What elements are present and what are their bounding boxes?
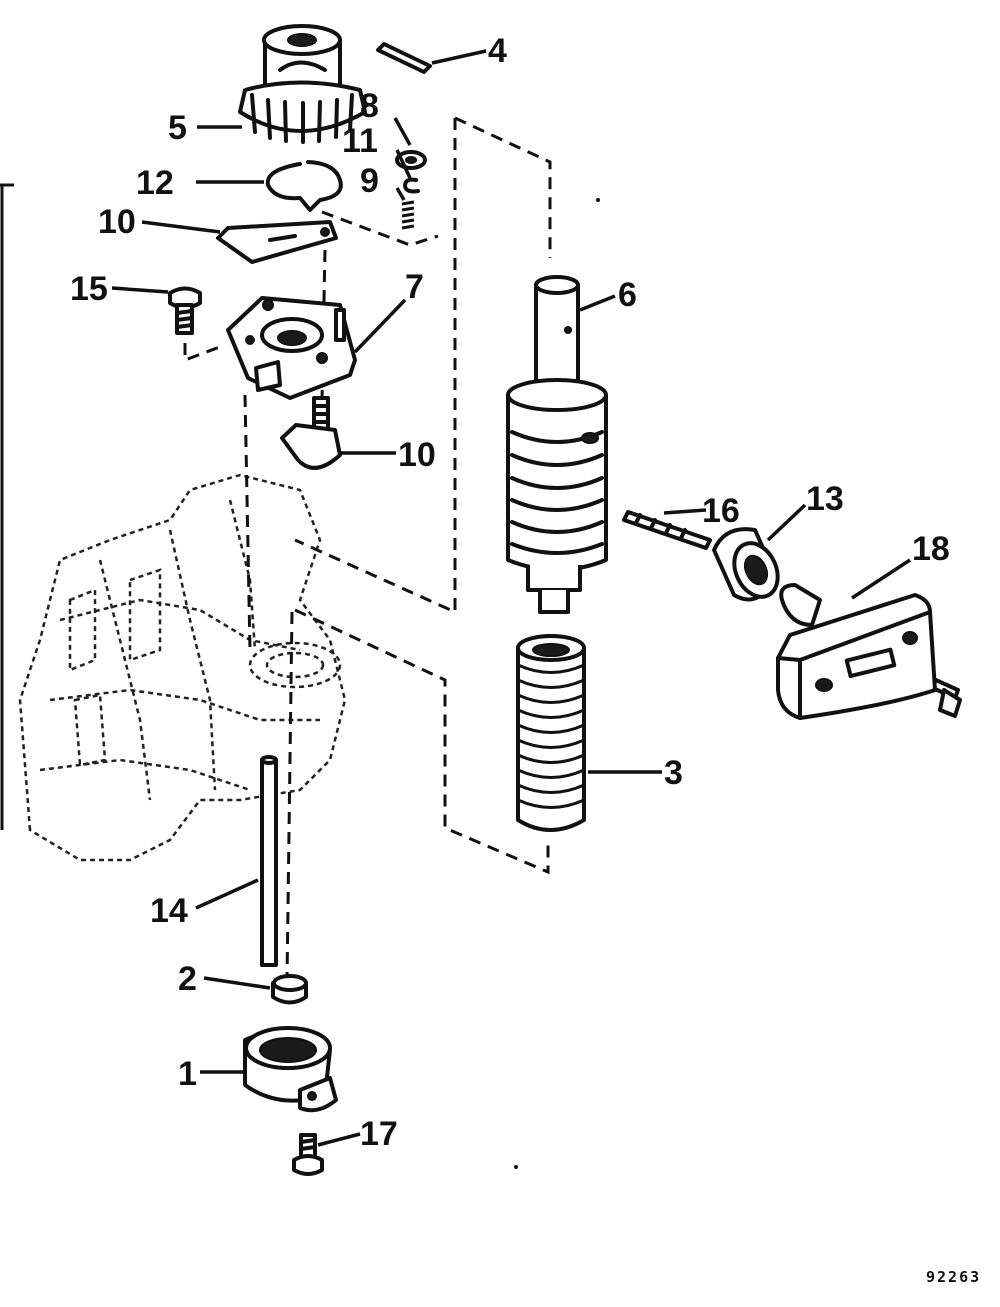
part-18-starter-handle	[776, 583, 962, 720]
part-5-pinion-gear	[238, 24, 367, 144]
leader-lines	[111, 49, 911, 1147]
part-12-spring-clip	[265, 160, 343, 212]
callout-8: 8	[360, 87, 379, 125]
part-3-rewind-spring	[516, 634, 586, 832]
callout-12: 12	[136, 164, 174, 202]
part-10-pawl-lower	[280, 396, 342, 470]
part-11-retaining-clip	[403, 177, 420, 194]
callout-7: 7	[405, 268, 424, 306]
callout-17: 17	[360, 1115, 398, 1153]
callout-14: 14	[150, 892, 188, 930]
phantom-housing	[18, 473, 347, 862]
callout-9: 9	[360, 162, 379, 200]
scan-speck	[596, 198, 600, 202]
part-10-pawl-upper	[216, 220, 338, 264]
part-2-bushing	[271, 974, 308, 1005]
part-13-rope-guide	[712, 527, 780, 602]
scan-speck-2	[514, 1165, 518, 1169]
part-4-pin	[376, 42, 432, 74]
callout-16: 16	[702, 492, 740, 530]
part-9-spring	[401, 200, 415, 230]
part-6-starter-pulley	[506, 275, 608, 614]
part-15-bolt	[168, 286, 202, 335]
callout-11: 11	[342, 122, 378, 160]
figure-number: 92263	[926, 1268, 981, 1286]
part-17-screw	[292, 1133, 324, 1176]
callout-13: 13	[806, 480, 844, 518]
callout-labels: 4 5 8 11 9 12 10 15 7 10 6 16 13 18 3 14…	[70, 32, 950, 1153]
part-14-shaft	[260, 755, 278, 967]
callout-18: 18	[912, 530, 950, 568]
part-7-mounting-plate	[226, 296, 357, 400]
callout-10-upper: 10	[98, 203, 136, 241]
part-1-lower-bracket	[243, 1026, 338, 1113]
callout-1: 1	[178, 1055, 197, 1093]
callout-3: 3	[664, 754, 683, 792]
callout-15: 15	[70, 270, 108, 308]
callout-4: 4	[488, 32, 507, 70]
callout-10-lower: 10	[398, 436, 436, 474]
callout-2: 2	[178, 960, 197, 998]
callout-6: 6	[618, 276, 637, 314]
callout-5: 5	[168, 109, 187, 147]
